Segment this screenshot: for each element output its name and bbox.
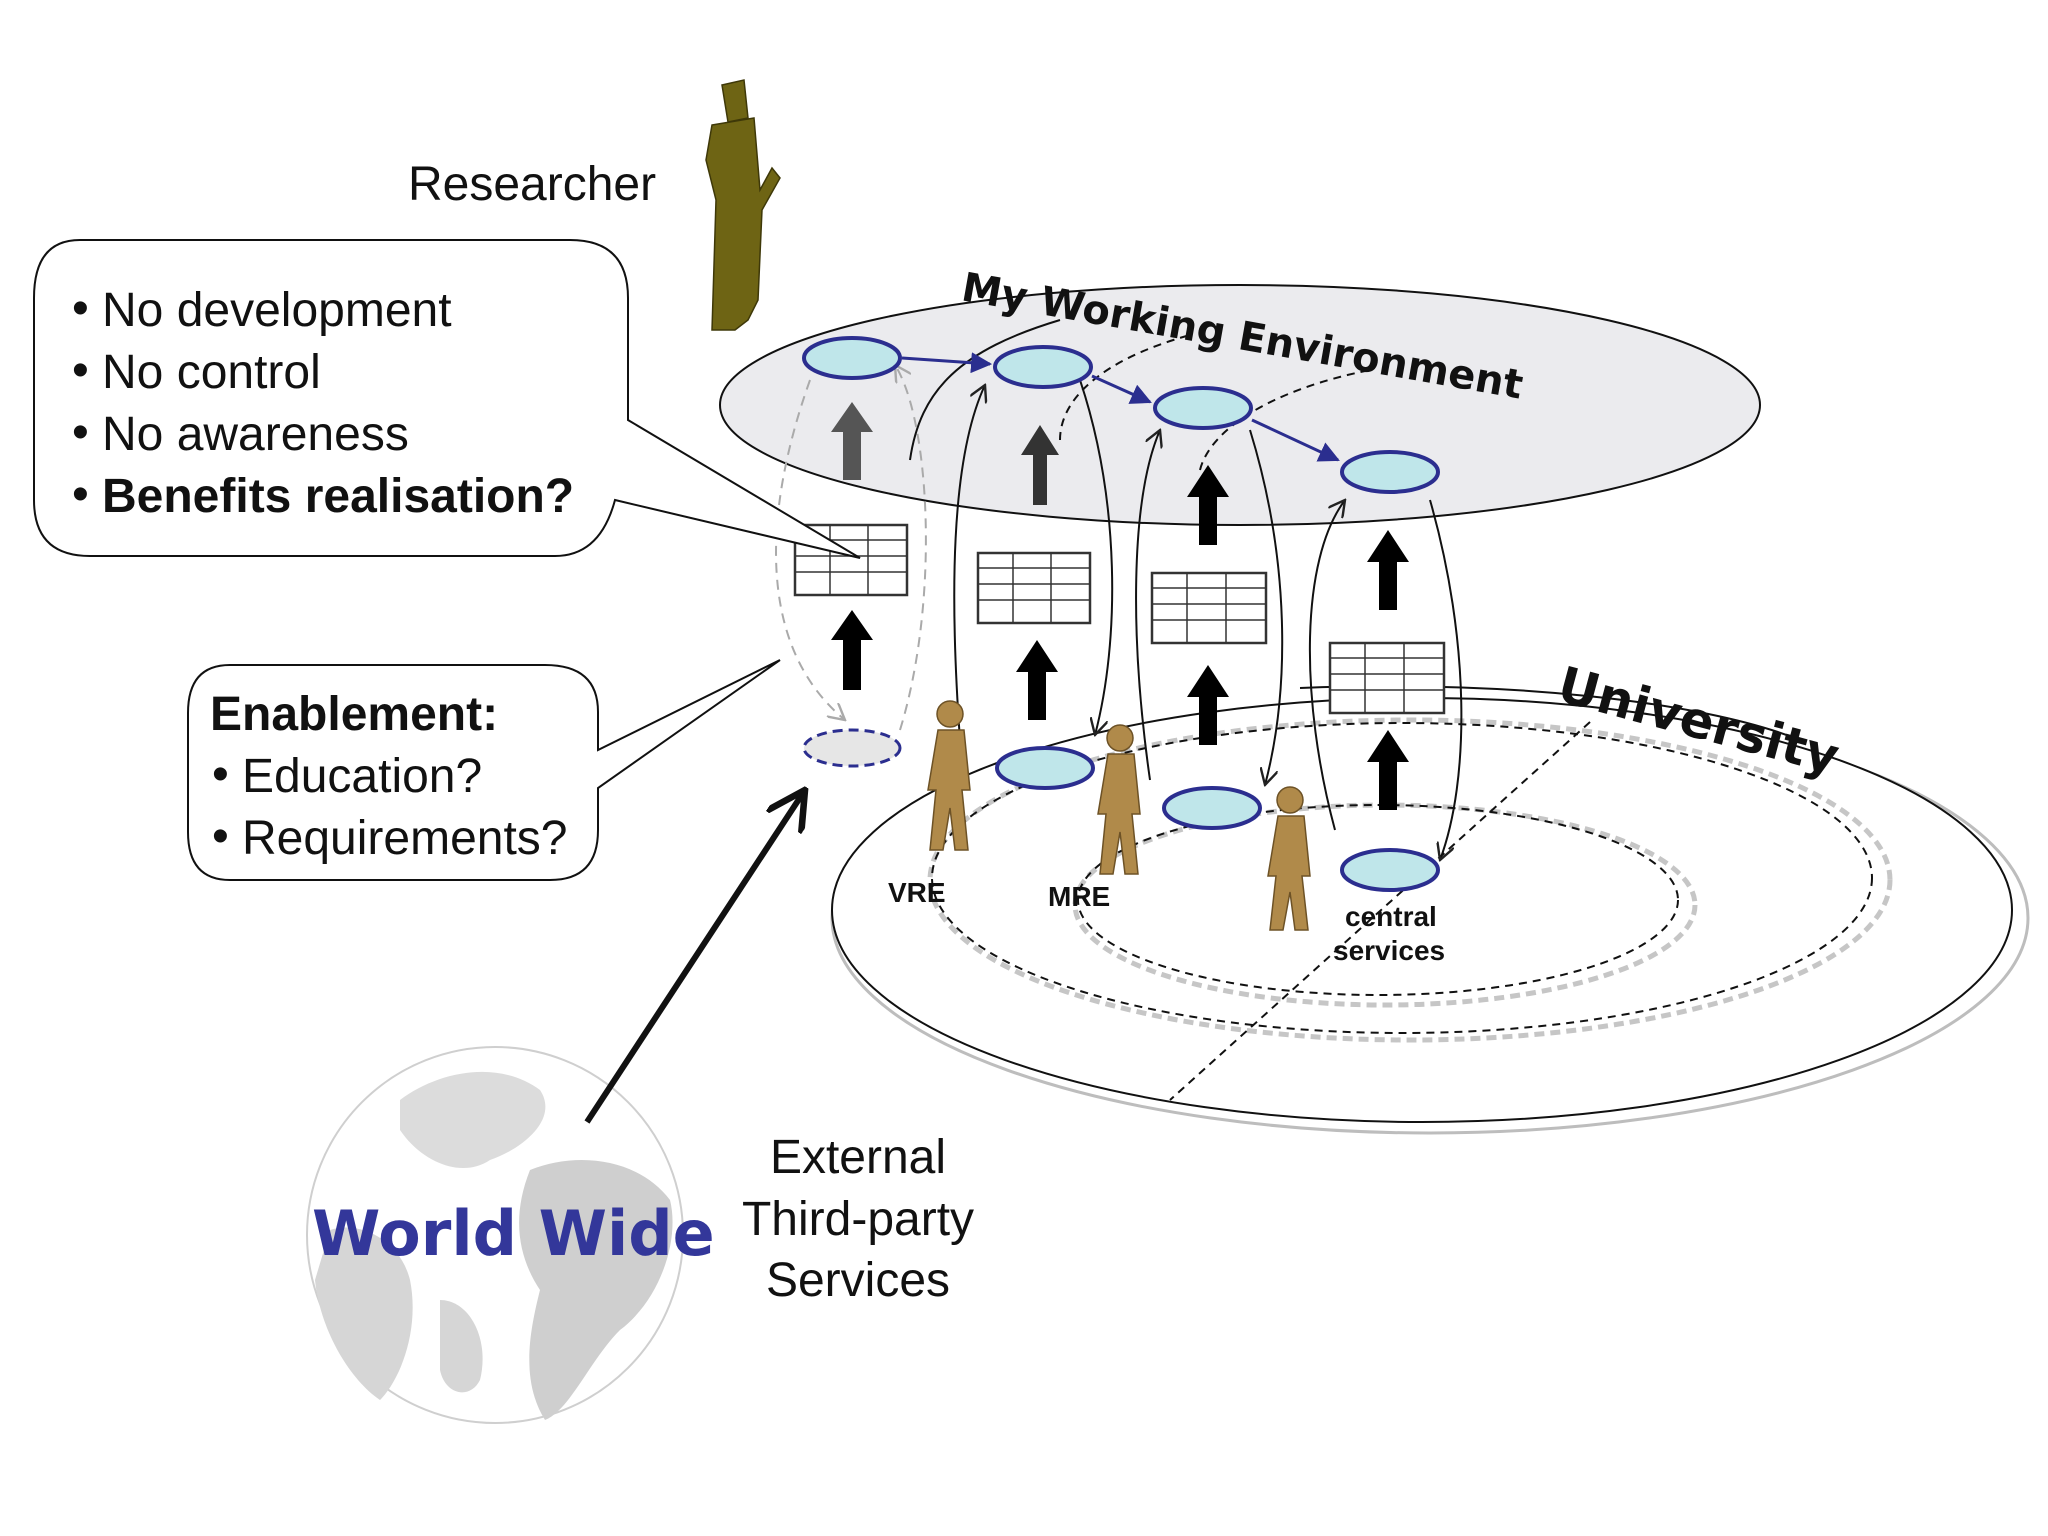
requirement-table (793, 523, 909, 597)
researcher-label: Researcher (408, 158, 656, 211)
callout-item: No awareness (102, 408, 409, 461)
connector-lines (775, 365, 1463, 860)
world-arrow (584, 790, 805, 1124)
central-services-label-2: services (1333, 935, 1445, 966)
external-line-1: External (770, 1131, 946, 1184)
up-arrow (1367, 730, 1409, 810)
mre-label: MRE (1048, 881, 1110, 912)
bullet: • (72, 468, 89, 521)
enablement-item: Education? (242, 750, 482, 803)
mre-person-figure (1097, 724, 1141, 875)
callout-enablement (187, 659, 781, 881)
walking-figures (927, 700, 1311, 931)
vre-service-node (995, 746, 1095, 790)
callout-benefits-text: • No development • No control • No aware… (72, 282, 574, 523)
central-person-figure (1267, 786, 1311, 931)
bullet: • (212, 810, 229, 863)
service-node (993, 345, 1093, 389)
service-node (1340, 450, 1440, 494)
university-services (802, 728, 1440, 892)
external-line-3: Services (766, 1254, 950, 1307)
callout-bold-item: Benefits realisation? (102, 470, 574, 523)
workflow-services (802, 336, 1440, 494)
up-arrow (1187, 665, 1229, 745)
service-node (802, 336, 902, 380)
researcher-figure (705, 79, 781, 331)
central-service-node (1340, 848, 1440, 892)
callout-item: No control (102, 346, 321, 399)
vre-label: VRE (888, 877, 946, 908)
plane-sections (909, 319, 1371, 471)
bullet: • (72, 344, 89, 397)
requirement-table (1150, 571, 1268, 645)
up-arrow (831, 610, 873, 690)
mre-service-node (1162, 786, 1262, 830)
up-arrow (1187, 465, 1229, 545)
external-line-2: Third-party (742, 1193, 974, 1246)
callout-item: No development (102, 284, 452, 337)
up-arrow (831, 402, 873, 480)
up-arrow (1021, 425, 1059, 505)
requirement-table (976, 551, 1092, 625)
callout-benefits (33, 239, 861, 559)
up-arrow (1016, 640, 1058, 720)
up-arrows (831, 402, 1409, 810)
requirement-table (1328, 641, 1446, 715)
world-service-node (802, 728, 902, 768)
requirement-tables (793, 523, 1446, 715)
bullet: • (72, 406, 89, 459)
up-arrow (1367, 530, 1409, 610)
enablement-item: Requirements? (242, 812, 568, 865)
bullet: • (72, 282, 89, 335)
enablement-title: Enablement: (210, 688, 498, 741)
world-wide-label: World Wide (312, 1197, 715, 1270)
bullet: • (212, 748, 229, 801)
vre-person-figure (927, 700, 971, 851)
callout-enablement-text: Enablement: • Education? • Requirements? (210, 688, 568, 865)
central-services-label-1: central (1345, 901, 1437, 932)
globe-icon (306, 1046, 684, 1424)
service-node (1153, 386, 1253, 430)
